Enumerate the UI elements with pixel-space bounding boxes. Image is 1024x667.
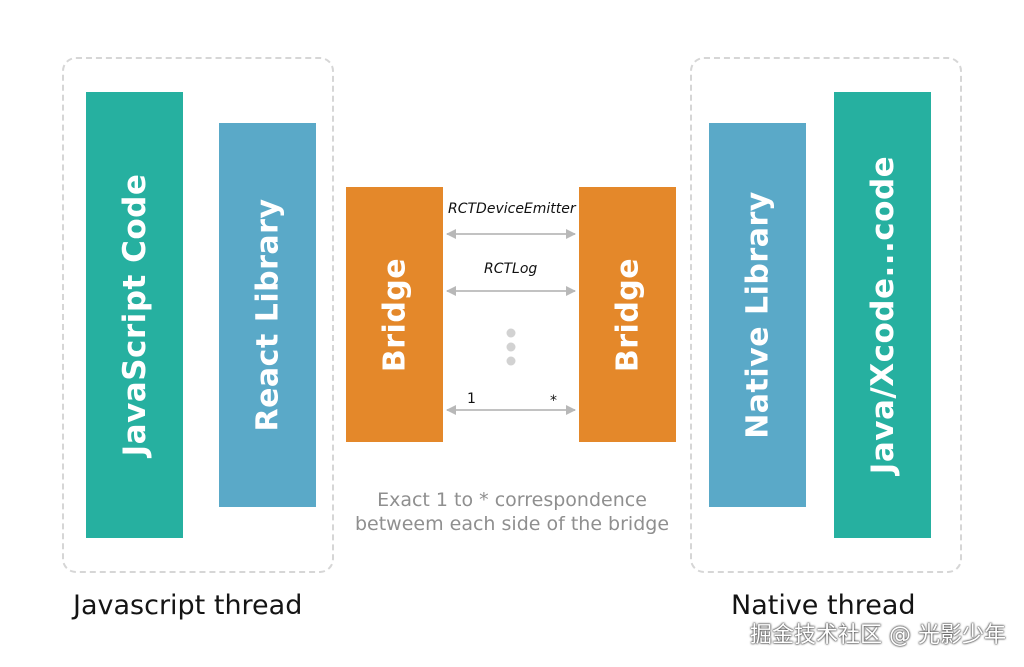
ellipsis-dot xyxy=(506,342,516,352)
ellipsis-dot xyxy=(506,328,516,338)
native-thread-label: Native thread xyxy=(731,590,916,621)
correspondence-note-line1: Exact 1 to * correspondence xyxy=(377,489,647,511)
rctdeviceemitter-label: RCTDeviceEmitter xyxy=(448,201,576,217)
rctlog-label: RCTLog xyxy=(484,261,538,277)
multiplicity-many: * xyxy=(550,393,557,409)
javascript-code-block: JavaScript Code xyxy=(86,92,183,538)
ellipsis-dot xyxy=(506,356,516,366)
correspondence-note-line2: betweem each side of the bridge xyxy=(354,513,670,535)
right-bridge-block: Bridge xyxy=(579,187,676,442)
watermark-text: 掘金技术社区 @ 光影少年 xyxy=(750,623,1006,648)
left-bridge-block: Bridge xyxy=(346,187,443,442)
java-xcode-code-block: Java/Xcode...code xyxy=(834,92,931,538)
multiplicity-one: 1 xyxy=(467,391,476,407)
javascript-thread-container xyxy=(62,57,334,573)
native-thread-container xyxy=(690,57,962,573)
react-library-block: React Library xyxy=(219,123,316,507)
javascript-thread-label: Javascript thread xyxy=(73,590,303,621)
native-library-block: Native Library xyxy=(709,123,806,507)
